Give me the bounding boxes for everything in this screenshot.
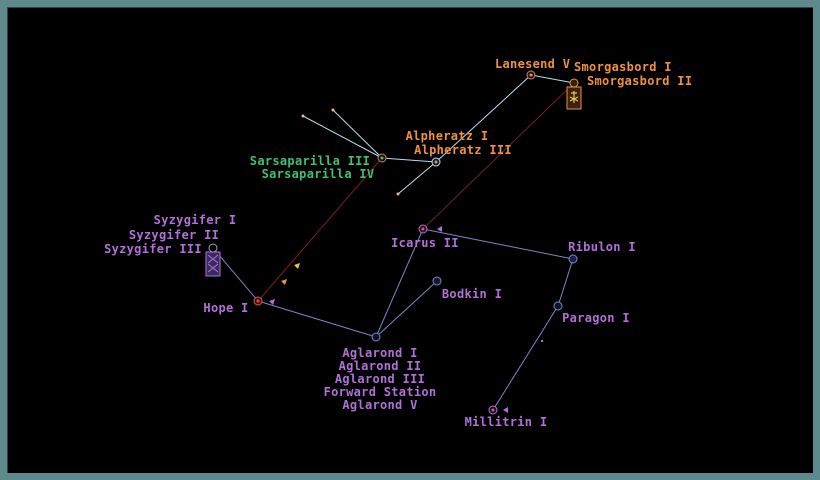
- fleet-marker-icon[interactable]: [269, 299, 275, 305]
- label-forward-station: Forward Station: [324, 385, 437, 399]
- label-aglarond-i: Aglarond I: [342, 346, 417, 360]
- label-smorgasbord-ii: Smorgasbord II: [587, 74, 692, 88]
- system-ribulon[interactable]: [568, 254, 578, 264]
- route-endpoints: [301, 108, 544, 343]
- label-syzygifer-i: Syzygifer I: [154, 213, 237, 227]
- label-aglarond-iii: Aglarond III: [335, 372, 425, 386]
- star-map-svg[interactable]: Lanesend V Smorgasbord I Smorgasbord II …: [8, 8, 814, 474]
- galaxy-map[interactable]: Lanesend V Smorgasbord I Smorgasbord II …: [7, 7, 813, 473]
- route-icarus-smorgasbord: [422, 82, 575, 230]
- fleet-marker-icon[interactable]: [294, 263, 300, 269]
- fleet-icon[interactable]: [205, 251, 221, 277]
- label-ribulon-i: Ribulon I: [568, 240, 636, 254]
- label-syzygifer-iii: Syzygifer III: [104, 242, 202, 256]
- route-icarus-ribulon: [422, 228, 574, 260]
- label-alpheratz-iii: Alpheratz III: [414, 143, 512, 157]
- route-paragon-millitrin: [492, 305, 559, 411]
- route-alpheratz-spoke: [397, 161, 437, 195]
- route-ribulon-paragon: [557, 258, 574, 307]
- label-bodkin-i: Bodkin I: [442, 287, 502, 301]
- label-alpheratz-i: Alpheratz I: [406, 129, 489, 143]
- system-hope[interactable]: [253, 296, 263, 306]
- label-hope-i: Hope I: [203, 301, 248, 315]
- route-hope-aglarond: [257, 300, 377, 338]
- fleet-marker-icon[interactable]: [281, 279, 287, 285]
- system-smorgasbord[interactable]: [566, 78, 582, 110]
- fleet-marker-icon[interactable]: [437, 226, 442, 232]
- route-sarsaparilla-alpheratz: [381, 157, 437, 163]
- system-aglarond[interactable]: [371, 332, 381, 342]
- label-lanesend-v: Lanesend V: [495, 57, 570, 71]
- route-aglarond-icarus: [375, 228, 424, 338]
- fleet-marker-icon[interactable]: [503, 407, 508, 413]
- route-sarsaparilla-spoke2: [332, 109, 383, 159]
- system-bodkin[interactable]: [432, 276, 442, 286]
- system-syzygifer[interactable]: [205, 243, 221, 277]
- label-aglarond-ii: Aglarond II: [339, 359, 422, 373]
- system-paragon[interactable]: [553, 301, 563, 311]
- system-labels: Lanesend V Smorgasbord I Smorgasbord II …: [104, 57, 692, 429]
- system-lanesend[interactable]: [526, 70, 536, 80]
- route-sarsaparilla-spoke1: [302, 115, 383, 159]
- label-icarus-ii: Icarus II: [391, 236, 459, 250]
- system-alpheratz[interactable]: [431, 157, 441, 167]
- system-icarus[interactable]: [418, 224, 428, 234]
- label-smorgasbord-i: Smorgasbord I: [574, 60, 672, 74]
- label-sarsaparilla-iv: Sarsaparilla IV: [262, 167, 375, 181]
- label-paragon-i: Paragon I: [562, 311, 630, 325]
- route-hope-sarsaparilla: [257, 157, 383, 302]
- label-syzygifer-ii: Syzygifer II: [129, 228, 219, 242]
- system-millitrin[interactable]: [488, 405, 498, 415]
- label-aglarond-v: Aglarond V: [342, 398, 417, 412]
- route-aglarond-bodkin: [375, 280, 438, 338]
- star-systems[interactable]: [205, 70, 582, 415]
- system-sarsaparilla[interactable]: [377, 153, 387, 163]
- route-alpheratz-lanesend: [435, 74, 532, 163]
- label-millitrin-i: Millitrin I: [465, 415, 548, 429]
- route-lanesend-smorgasbord: [530, 74, 575, 84]
- fleet-markers[interactable]: [269, 226, 508, 413]
- label-sarsaparilla-iii: Sarsaparilla III: [250, 154, 370, 168]
